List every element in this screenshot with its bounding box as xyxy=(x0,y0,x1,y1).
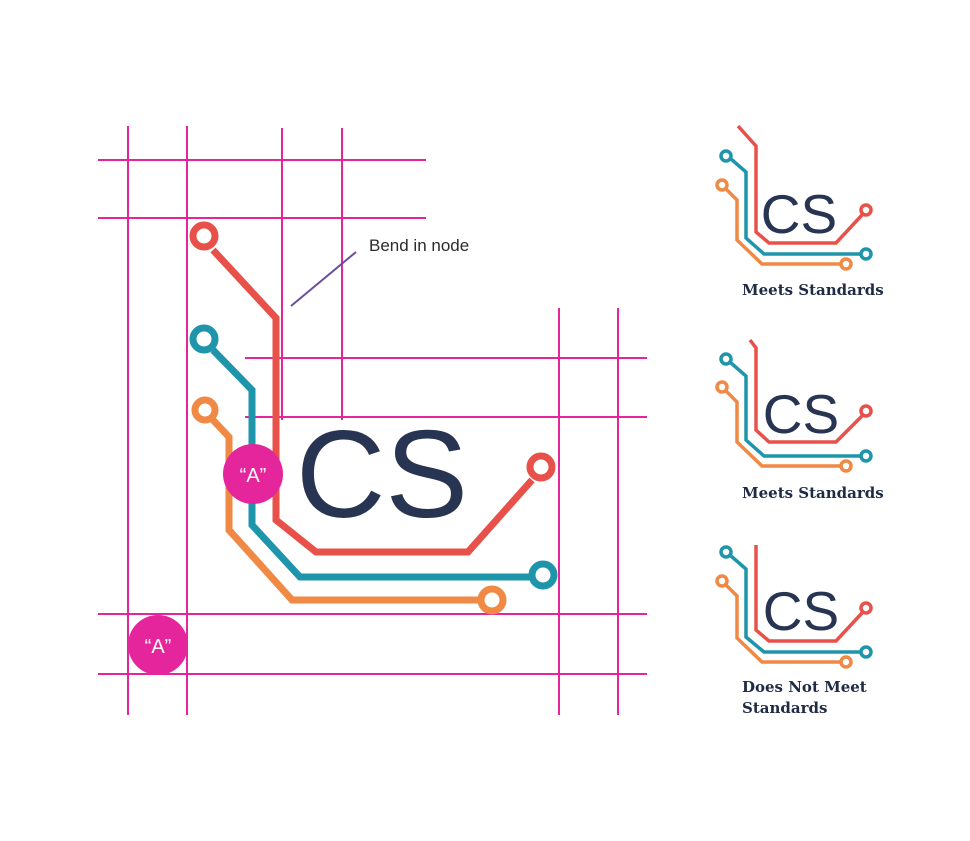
variant-caption-2: Meets Standards xyxy=(742,483,962,504)
red-node-end xyxy=(859,404,873,418)
badge-label: “A” xyxy=(145,636,172,658)
callout-leader-line xyxy=(290,251,357,307)
variant-logo-text: CS xyxy=(761,183,837,245)
orange-node-end xyxy=(477,585,507,615)
badge-circle xyxy=(128,615,188,675)
orange-node-top xyxy=(715,574,729,588)
orange-circuit-line xyxy=(724,583,840,664)
teal-circuit-line xyxy=(729,157,860,256)
orange-circuit-line xyxy=(724,187,840,266)
orange-circuit-line xyxy=(210,417,481,604)
caption-line: Meets Standards xyxy=(742,484,884,502)
caption-line: Standards xyxy=(742,699,828,717)
clearance-badge-lower: “A” xyxy=(128,615,188,675)
variant-circuit xyxy=(715,545,873,669)
teal-node-end xyxy=(859,645,873,659)
orange-node-top xyxy=(715,178,729,192)
orange-node-end xyxy=(839,257,853,271)
callout-label: Bend in node xyxy=(369,236,469,255)
variant-logo-text: CS xyxy=(763,580,839,642)
teal-node-top xyxy=(719,352,733,366)
clearance-badge-upper: “A” xyxy=(223,444,283,504)
caption-line: Meets Standards xyxy=(742,281,884,299)
red-circuit-line xyxy=(754,545,864,643)
caption-line: Does Not Meet xyxy=(742,678,867,696)
variant-logo-1: CS xyxy=(715,124,873,271)
teal-circuit-line xyxy=(729,554,860,654)
red-node-top xyxy=(189,221,219,251)
teal-node-end xyxy=(528,560,558,590)
red-node-end xyxy=(859,203,873,217)
red-circuit-line xyxy=(748,338,864,444)
orange-node-top xyxy=(191,396,219,424)
variant-caption-3: Does Not Meet Standards xyxy=(742,677,962,719)
teal-node-end xyxy=(859,449,873,463)
variant-logo-2: CS xyxy=(715,338,873,473)
teal-node-top xyxy=(719,545,733,559)
variant-logo-text: CS xyxy=(763,383,839,445)
variant-circuit xyxy=(715,338,873,473)
variant-caption-1: Meets Standards xyxy=(742,280,962,301)
variant-circuit xyxy=(715,124,873,271)
variant-logo-3: CS xyxy=(715,545,873,669)
orange-circuit-line xyxy=(724,389,840,468)
main-logo xyxy=(189,221,558,615)
orange-node-end xyxy=(839,655,853,669)
teal-circuit-line xyxy=(210,347,532,581)
badge-label: “A” xyxy=(240,465,267,487)
orange-node-top xyxy=(715,380,729,394)
construction-grid xyxy=(98,126,647,715)
red-circuit-line xyxy=(210,247,535,556)
teal-node-end xyxy=(859,247,873,261)
red-node-end xyxy=(859,601,873,615)
main-logo-text: CS xyxy=(296,406,468,544)
teal-circuit-line xyxy=(729,361,860,458)
red-circuit-line xyxy=(736,124,864,245)
badge-circle xyxy=(223,444,283,504)
teal-node-top xyxy=(719,149,733,163)
teal-node-top xyxy=(189,324,219,354)
orange-node-end xyxy=(839,459,853,473)
red-node-end xyxy=(526,452,556,482)
